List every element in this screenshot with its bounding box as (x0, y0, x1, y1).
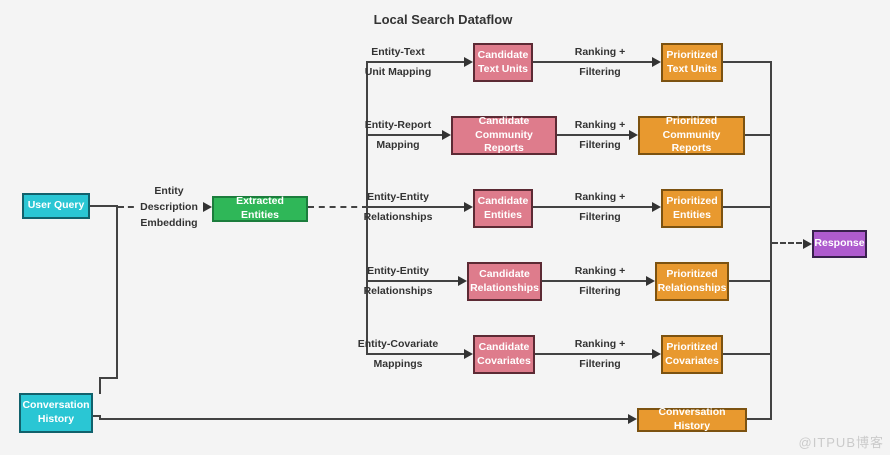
arrowhead (464, 349, 473, 359)
node-prioritized-text-units: Prioritized Text Units (661, 43, 723, 82)
arrowhead (803, 239, 812, 249)
edge-label-ranking: Ranking + Filtering (574, 191, 626, 223)
edge-label-mapping: Entity-Text Unit Mapping (364, 46, 432, 78)
edge-label-ranking: Ranking + Filtering (574, 46, 626, 78)
edge-line (99, 377, 101, 394)
arrowhead (652, 349, 661, 359)
arrowhead (442, 130, 451, 140)
arrowhead (464, 202, 473, 212)
arrowhead (458, 276, 467, 286)
edge-line (729, 280, 772, 282)
edge-label-ranking: Ranking + Filtering (574, 119, 626, 151)
edge-line (366, 134, 442, 136)
arrowhead (646, 276, 655, 286)
arrowhead (652, 57, 661, 67)
edge-line (90, 205, 118, 207)
edge-line (745, 134, 772, 136)
node-prioritized-relationships: Prioritized Relationships (655, 262, 729, 301)
node-conversation-history-input: Conversation History (19, 393, 93, 433)
edge-line (723, 206, 772, 208)
edge-line (367, 206, 464, 208)
watermark: @ITPUB博客 (798, 435, 884, 450)
arrowhead (464, 57, 473, 67)
edge-line-dashed (772, 242, 802, 244)
edge-line (93, 415, 101, 417)
node-candidate-community-reports: Candidate Community Reports (451, 115, 557, 155)
edge-line (366, 280, 458, 282)
edge-label-mapping: Entity-Entity Relationships (363, 191, 433, 223)
edge-line (723, 353, 772, 355)
edge-line-dashed (308, 206, 368, 208)
node-prioritized-covariates: Prioritized Covariates (661, 335, 723, 374)
node-extracted-entities: Extracted Entities (212, 195, 308, 222)
edge-line (116, 205, 118, 379)
edge-line (747, 418, 772, 420)
node-conversation-history-output: Conversation History (637, 406, 747, 432)
edge-label-ranking: Ranking + Filtering (574, 265, 626, 297)
edge-label-embedding: Entity Description Embedding (135, 183, 203, 231)
edge-line (366, 61, 464, 63)
arrowhead (629, 130, 638, 140)
node-prioritized-entities: Prioritized Entities (661, 189, 723, 228)
node-prioritized-community-reports: Prioritized Community Reports (638, 115, 745, 155)
edge-line (533, 61, 652, 63)
edge-line (535, 353, 652, 355)
edge-label-mapping: Entity-Report Mapping (364, 119, 432, 151)
edge-label-mapping: Entity-Entity Relationships (363, 265, 433, 297)
edge-line (99, 377, 118, 379)
node-candidate-entities: Candidate Entities (473, 189, 533, 228)
node-candidate-relationships: Candidate Relationships (467, 262, 542, 301)
node-candidate-covariates: Candidate Covariates (473, 335, 535, 374)
edge-line (533, 206, 652, 208)
edge-label-mapping: Entity-Covariate Mappings (357, 338, 439, 370)
edge-line (542, 280, 646, 282)
edge-line (366, 353, 464, 355)
edge-line (557, 134, 629, 136)
edge-line (770, 61, 772, 420)
node-candidate-text-units: Candidate Text Units (473, 43, 533, 82)
arrowhead (652, 202, 661, 212)
edge-line (99, 418, 629, 420)
diagram-title: Local Search Dataflow (373, 12, 513, 27)
edge-line (723, 61, 772, 63)
edge-label-ranking: Ranking + Filtering (574, 338, 626, 370)
arrowhead (628, 414, 637, 424)
edge-line (99, 415, 101, 420)
node-response: Response (812, 230, 867, 258)
arrowhead (203, 202, 212, 212)
edge-line (366, 61, 368, 355)
node-user-query: User Query (22, 193, 90, 219)
